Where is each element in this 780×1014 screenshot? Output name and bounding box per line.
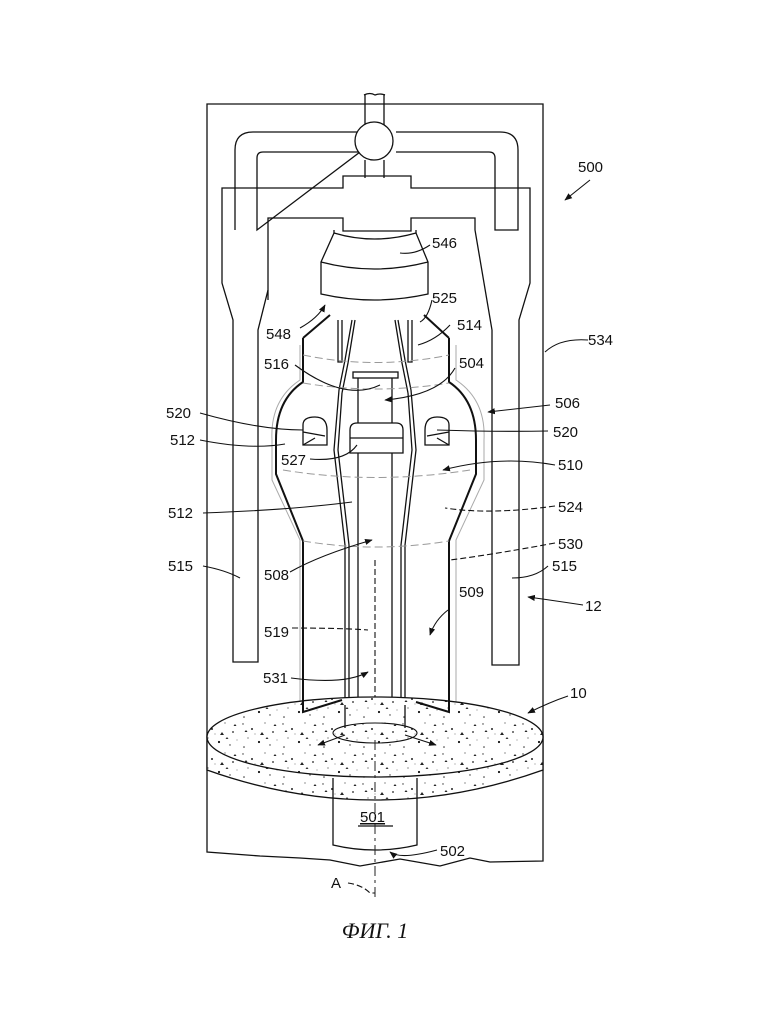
label-534: 534 xyxy=(588,332,613,349)
label-512-upper: 512 xyxy=(170,432,195,449)
label-531: 531 xyxy=(263,670,288,687)
label-10: 10 xyxy=(570,685,587,702)
inner-nozzle xyxy=(333,319,417,715)
stem xyxy=(364,94,385,178)
label-514: 514 xyxy=(457,317,482,334)
label-506: 506 xyxy=(555,395,580,412)
label-12: 12 xyxy=(585,598,602,615)
ball-joint xyxy=(354,121,394,161)
label-515-left: 515 xyxy=(168,558,193,575)
figure-caption: ФИГ. 1 xyxy=(342,918,408,943)
label-515-right: 515 xyxy=(552,558,577,575)
label-525: 525 xyxy=(432,290,457,307)
label-519: 519 xyxy=(264,624,289,641)
shroud xyxy=(275,338,477,714)
nozzle-head xyxy=(320,232,429,301)
label-524: 524 xyxy=(558,499,583,516)
port-right xyxy=(424,416,450,446)
label-530: 530 xyxy=(558,536,583,553)
label-546: 546 xyxy=(432,235,457,252)
label-527: 527 xyxy=(281,452,306,469)
label-520-right: 520 xyxy=(553,424,578,441)
inner-frame xyxy=(221,175,531,666)
label-502: 502 xyxy=(440,843,465,860)
label-516: 516 xyxy=(264,356,289,373)
label-548: 548 xyxy=(266,326,291,343)
port-left xyxy=(302,416,328,446)
label-512-lower: 512 xyxy=(168,505,193,522)
label-508: 508 xyxy=(264,567,289,584)
label-500: 500 xyxy=(578,159,603,176)
yoke xyxy=(234,131,519,232)
label-520-left: 520 xyxy=(166,405,191,422)
label-510: 510 xyxy=(558,457,583,474)
label-504: 504 xyxy=(459,355,484,372)
workpiece-disc xyxy=(206,696,544,801)
axis-label-a: A xyxy=(331,875,341,892)
housing-outline xyxy=(206,103,544,867)
label-501: 501 xyxy=(360,809,385,826)
label-509: 509 xyxy=(459,584,484,601)
shroud-outer xyxy=(271,345,485,710)
